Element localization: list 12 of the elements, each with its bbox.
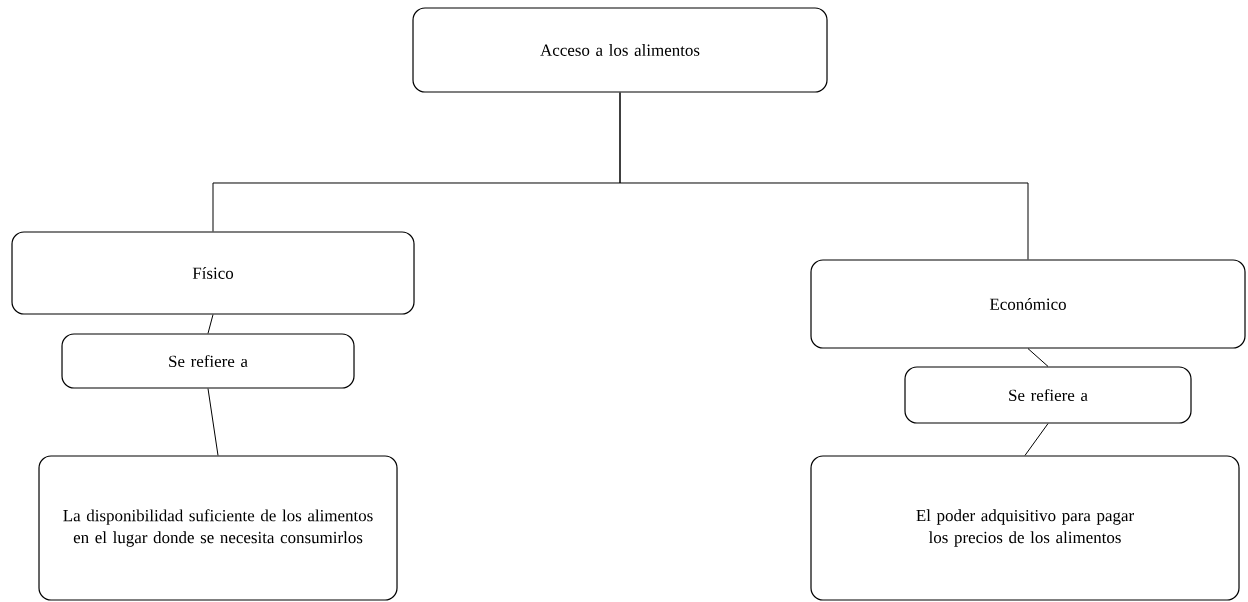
text-box: El poder adquisitivo para pagar los precios de los alimentos	[810, 455, 1240, 601]
text-box: Económico	[810, 259, 1246, 349]
connector-line	[1027, 348, 1049, 367]
text-box: Se refiere a	[61, 333, 355, 389]
text-box: Físico	[11, 231, 415, 315]
connector-line	[207, 314, 214, 334]
connector-line	[207, 388, 219, 456]
connector-line	[619, 92, 1029, 260]
text-box: La disponibilidad suficiente de los alimentos en el lugar donde se necesita consumirlos	[38, 455, 398, 601]
text-box: Se refiere a	[904, 366, 1192, 424]
connector-line	[1024, 423, 1049, 456]
text-box: Acceso a los alimentos	[412, 7, 828, 93]
